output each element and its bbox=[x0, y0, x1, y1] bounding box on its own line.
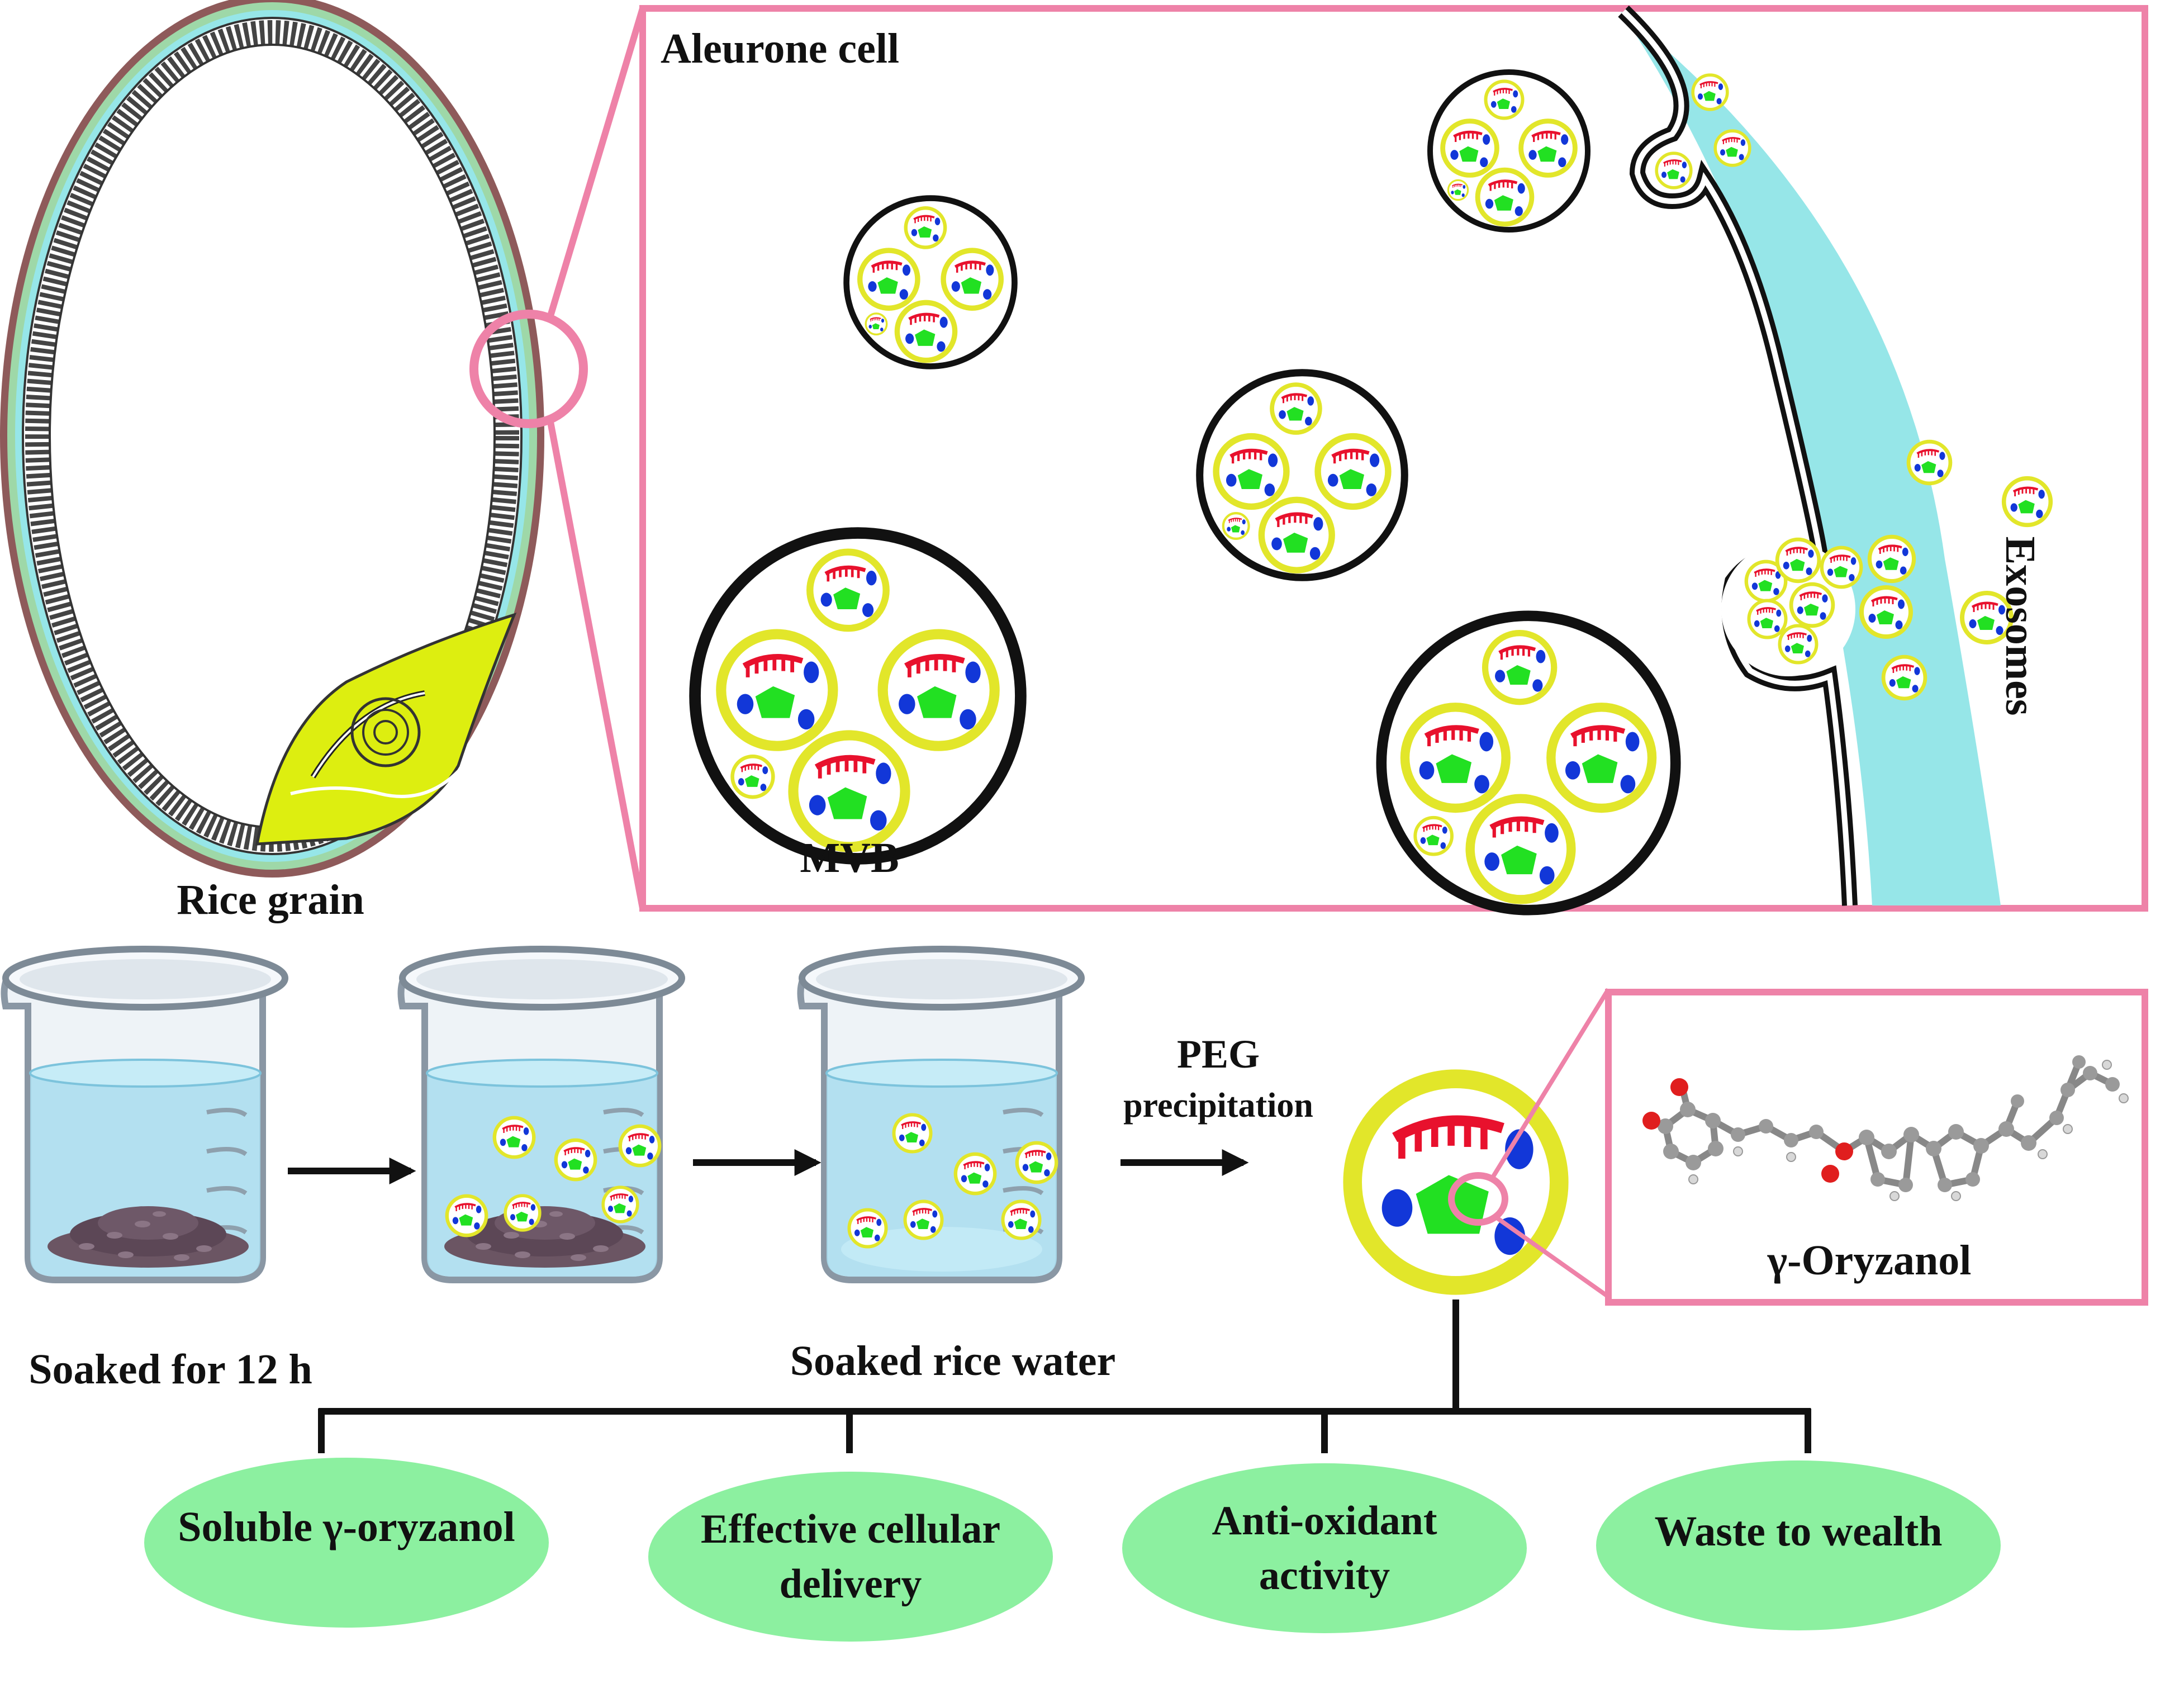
plasma-membrane bbox=[1618, 5, 1858, 906]
molecule-ball-and-stick-icon bbox=[1642, 1055, 2129, 1201]
peg-label: PEG bbox=[1177, 1032, 1260, 1076]
mvb-large-2 bbox=[1381, 616, 1675, 910]
mvb-label: MVB bbox=[800, 834, 899, 881]
rice-grain-label: Rice grain bbox=[177, 876, 364, 923]
outcome-waste-text: Waste to wealth bbox=[1654, 1508, 1942, 1555]
precipitation-label: precipitation bbox=[1123, 1087, 1313, 1125]
outcome-antioxidant-text-1: Anti-oxidant bbox=[1212, 1498, 1437, 1544]
molecule-zoom-line-bottom bbox=[1496, 1216, 1610, 1299]
beaker-soaking bbox=[4, 949, 286, 1280]
zoom-line-bottom bbox=[547, 421, 646, 909]
outcome-pill-soluble: Soluble γ-oryzanol bbox=[144, 1458, 549, 1628]
embryo-illustration bbox=[255, 613, 517, 846]
outcome-connector bbox=[318, 1300, 1811, 1453]
soaked-12h-label: Soaked for 12 h bbox=[29, 1346, 312, 1393]
soaked-rice-water-label: Soaked rice water bbox=[790, 1338, 1116, 1384]
budding-exosome-top bbox=[1656, 153, 1691, 188]
outcome-pill-delivery: Effective cellular delivery bbox=[648, 1472, 1053, 1642]
mvb-small-2 bbox=[1430, 72, 1588, 230]
aleurone-cell-label: Aleurone cell bbox=[661, 25, 899, 72]
outcome-pill-waste: Waste to wealth bbox=[1596, 1460, 2001, 1630]
gamma-oryzanol-label: γ-Oryzanol bbox=[1767, 1237, 1972, 1284]
rice-grain-illustration bbox=[0, 0, 544, 878]
molecule-zoom-line-top bbox=[1490, 988, 1611, 1180]
mvb-large-1 bbox=[695, 533, 1021, 859]
mvb-small-1 bbox=[847, 198, 1015, 367]
beaker-rice-water bbox=[801, 949, 1082, 1280]
outcome-soluble-text: Soluble γ-oryzanol bbox=[178, 1504, 515, 1550]
outcome-delivery-text-2: delivery bbox=[780, 1561, 922, 1607]
beaker-with-exosomes bbox=[401, 949, 682, 1280]
outcome-pill-antioxidant: Anti-oxidant activity bbox=[1122, 1463, 1527, 1633]
zoom-line-top bbox=[547, 7, 646, 317]
mvb-medium bbox=[1200, 373, 1405, 578]
outcome-antioxidant-text-2: activity bbox=[1259, 1553, 1390, 1599]
exosomes-label: Exosomes bbox=[1997, 537, 2044, 716]
lipid-highlight-circle bbox=[1448, 1172, 1508, 1226]
outcome-delivery-text-1: Effective cellular bbox=[701, 1506, 1000, 1552]
budding-exosome-cluster bbox=[1721, 539, 1861, 676]
zoom-circle bbox=[469, 310, 588, 428]
